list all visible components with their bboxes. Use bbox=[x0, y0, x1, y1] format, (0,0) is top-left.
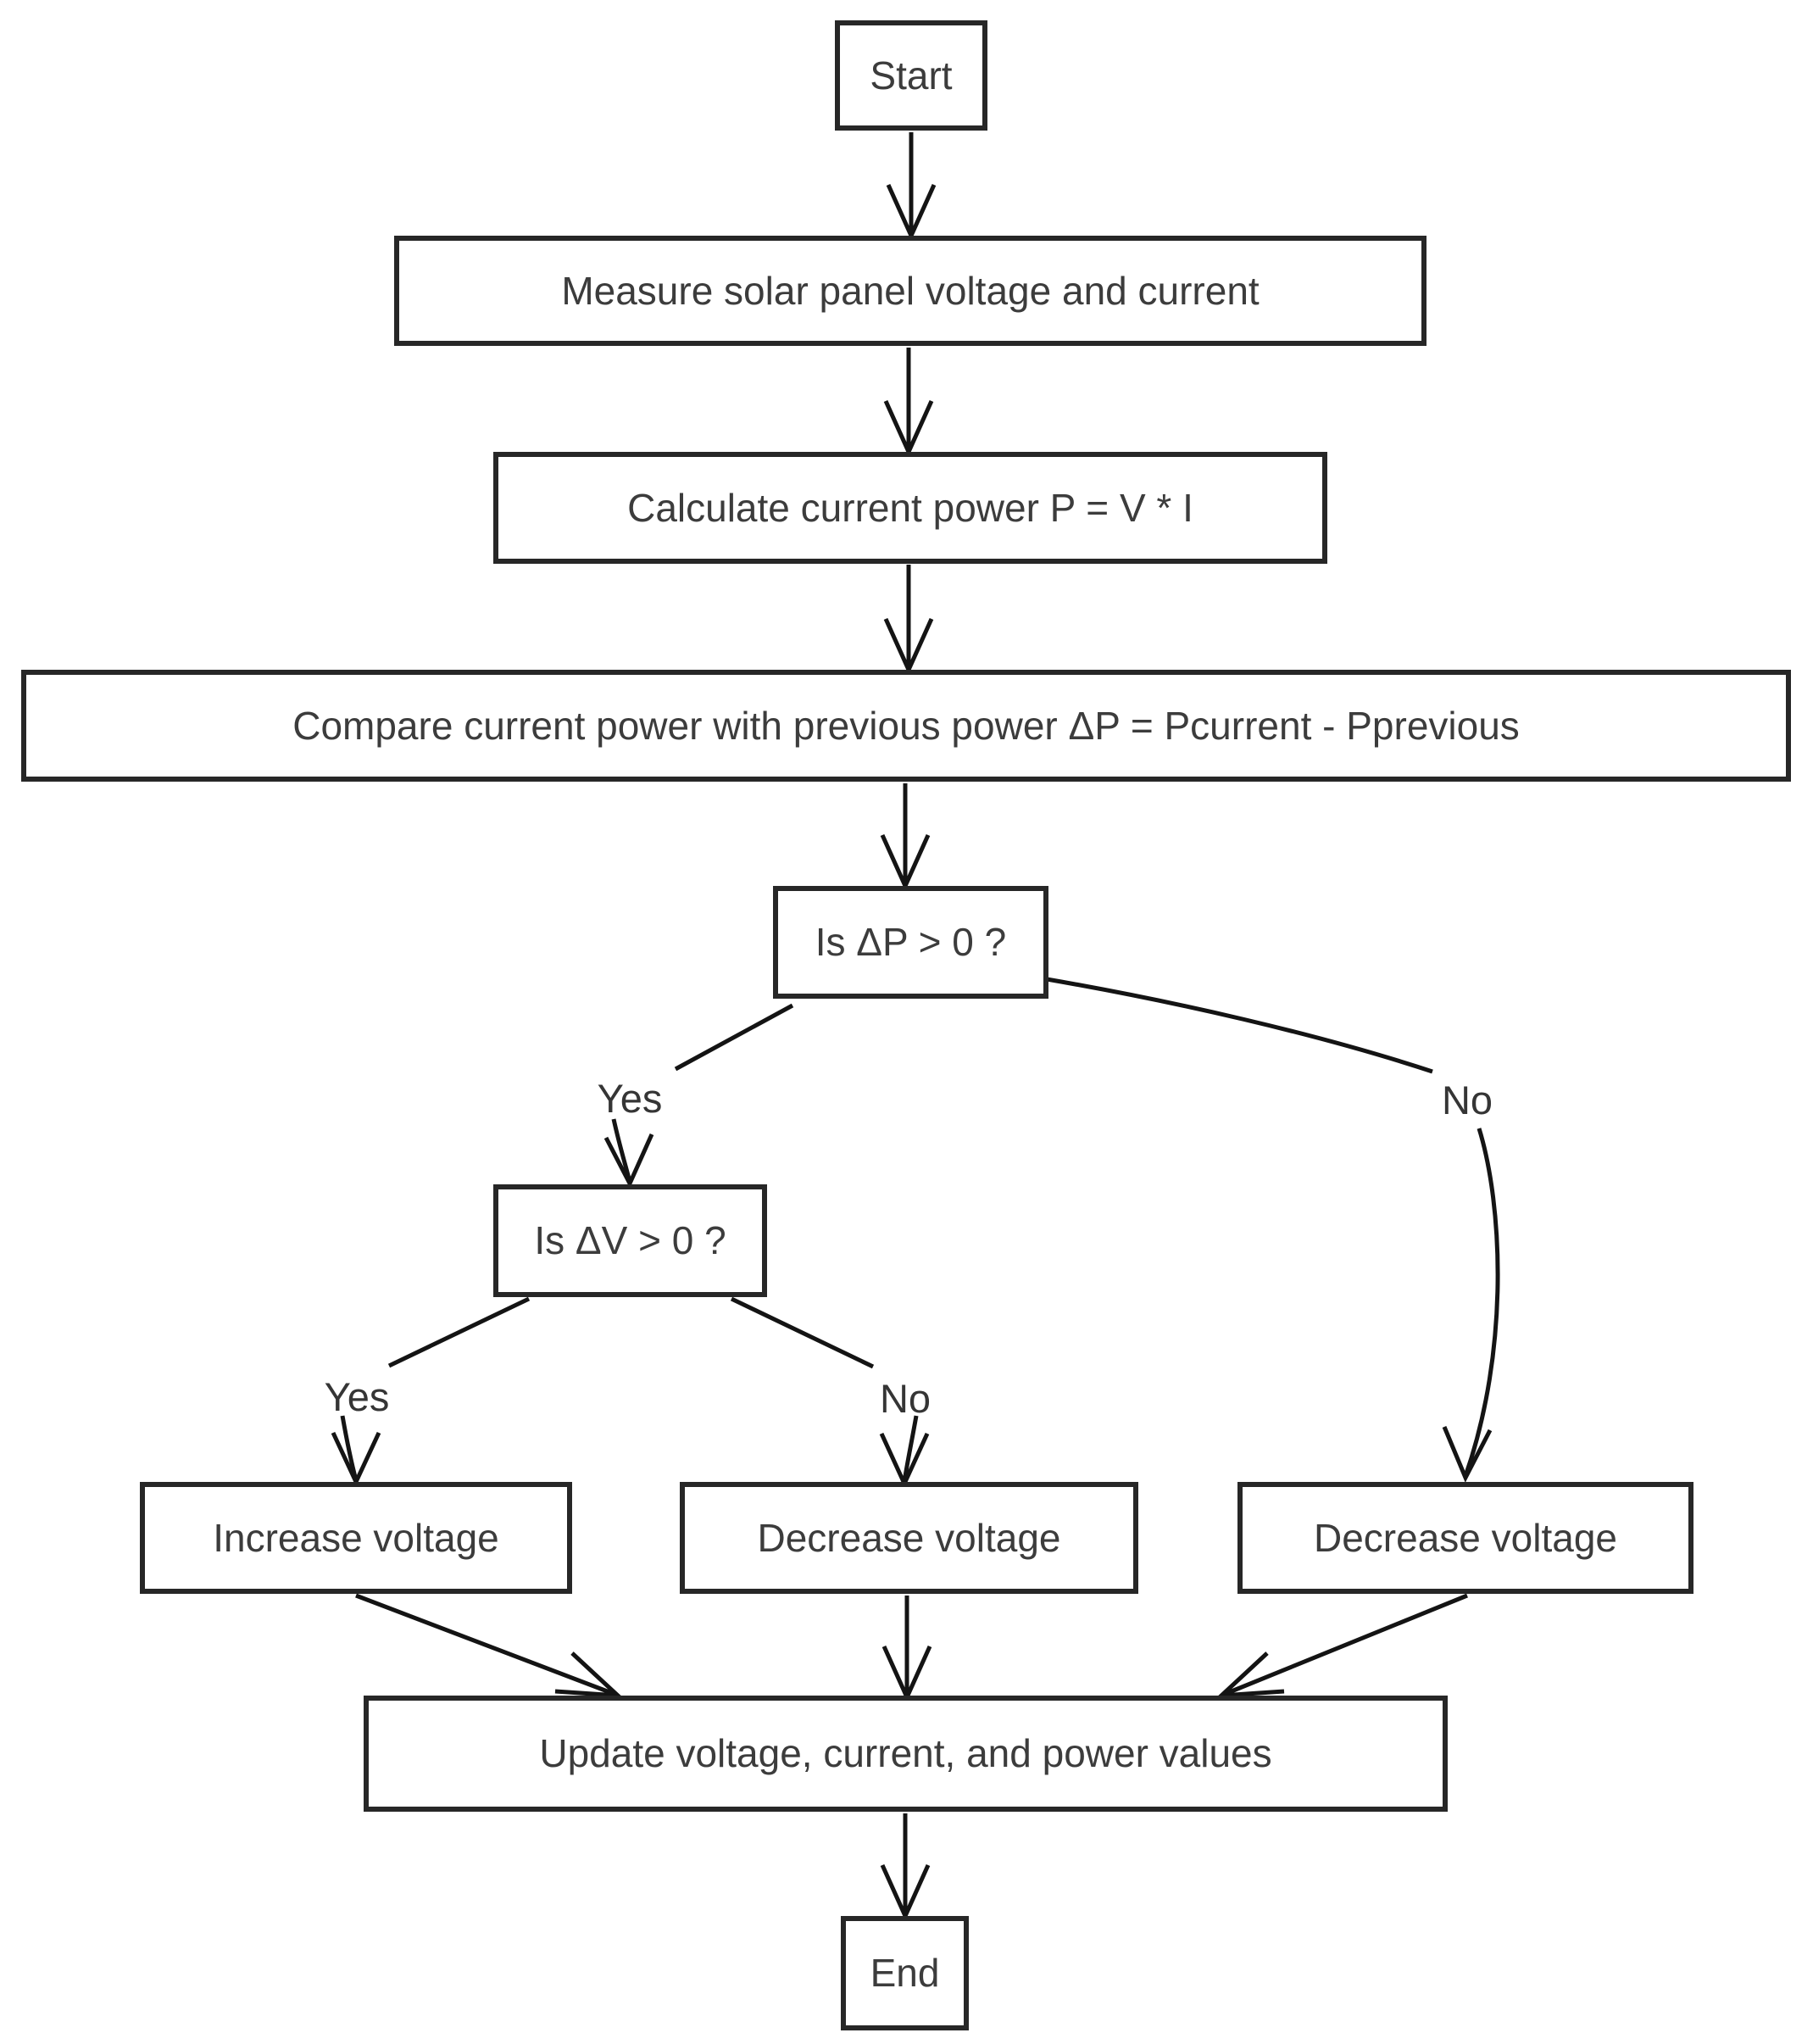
edge-label-dv-yes: Yes bbox=[324, 1374, 390, 1419]
arrowhead-icon bbox=[880, 833, 931, 892]
arrowhead-icon bbox=[879, 1432, 930, 1490]
arrowhead-icon bbox=[883, 617, 934, 676]
arrowhead-icon bbox=[554, 1651, 624, 1698]
node-is-dv-positive: Is ΔV > 0 ? bbox=[493, 1184, 767, 1297]
node-decrease-voltage-right: Decrease voltage bbox=[1237, 1482, 1693, 1594]
node-end-label: End bbox=[870, 1951, 940, 1996]
node-calculate: Calculate current power P = V * I bbox=[493, 452, 1327, 564]
node-compare-label: Compare current power with previous powe… bbox=[292, 703, 1520, 748]
edge-line bbox=[674, 1003, 794, 1072]
arrowhead-icon bbox=[603, 1133, 654, 1189]
node-update-label: Update voltage, current, and power value… bbox=[539, 1731, 1272, 1776]
edge-update-to-end bbox=[880, 1813, 931, 1922]
arrowhead-icon bbox=[1442, 1426, 1493, 1483]
node-increase-voltage-label: Increase voltage bbox=[213, 1515, 499, 1560]
node-is-dv-positive-label: Is ΔV > 0 ? bbox=[534, 1218, 726, 1263]
edge-line bbox=[611, 1118, 632, 1183]
node-update: Update voltage, current, and power value… bbox=[364, 1696, 1448, 1812]
edge-line bbox=[1463, 1128, 1500, 1477]
edge-measure-to-calculate bbox=[883, 348, 934, 458]
edge-line bbox=[902, 1415, 919, 1483]
node-is-dp-positive-label: Is ΔP > 0 ? bbox=[815, 920, 1007, 965]
edge-line bbox=[1046, 977, 1433, 1074]
arrowhead-icon bbox=[881, 1645, 932, 1703]
edge-increase-to-update bbox=[355, 1593, 624, 1698]
node-is-dp-positive: Is ΔP > 0 ? bbox=[773, 886, 1048, 999]
node-measure-label: Measure solar panel voltage and current bbox=[561, 268, 1260, 313]
node-start-label: Start bbox=[870, 53, 953, 97]
edge-line bbox=[730, 1296, 875, 1369]
edge-line bbox=[1222, 1593, 1468, 1697]
edge-calculate-to-compare bbox=[883, 565, 934, 676]
edge-start-to-measure bbox=[886, 132, 937, 242]
arrowhead-icon bbox=[880, 1863, 931, 1922]
node-start: Start bbox=[835, 20, 987, 131]
node-compare: Compare current power with previous powe… bbox=[21, 670, 1791, 782]
arrowhead-icon bbox=[883, 399, 934, 458]
node-measure: Measure solar panel voltage and current bbox=[394, 236, 1426, 346]
node-decrease-voltage-mid-label: Decrease voltage bbox=[757, 1515, 1061, 1560]
node-decrease-voltage-mid: Decrease voltage bbox=[680, 1482, 1138, 1594]
arrowhead-icon bbox=[886, 183, 937, 242]
edge-label-dp-no: No bbox=[1441, 1078, 1493, 1122]
node-decrease-voltage-right-label: Decrease voltage bbox=[1314, 1515, 1617, 1560]
edge-label-dp-yes: Yes bbox=[597, 1076, 663, 1121]
arrowhead-icon bbox=[1215, 1651, 1285, 1698]
edge-label-dv-no: No bbox=[879, 1376, 932, 1421]
edge-line bbox=[355, 1593, 617, 1697]
edge-is-dp-no bbox=[1046, 977, 1500, 1483]
node-increase-voltage: Increase voltage bbox=[140, 1482, 572, 1594]
node-calculate-label: Calculate current power P = V * I bbox=[627, 485, 1193, 530]
edge-decrease-mid-to-update bbox=[881, 1596, 932, 1703]
edge-line bbox=[387, 1296, 531, 1368]
edge-line bbox=[340, 1415, 359, 1481]
node-end: End bbox=[841, 1916, 969, 2030]
arrowhead-icon bbox=[331, 1431, 381, 1487]
edge-compare-to-is-dp bbox=[880, 783, 931, 892]
edge-decrease-right-to-update bbox=[1215, 1593, 1468, 1698]
